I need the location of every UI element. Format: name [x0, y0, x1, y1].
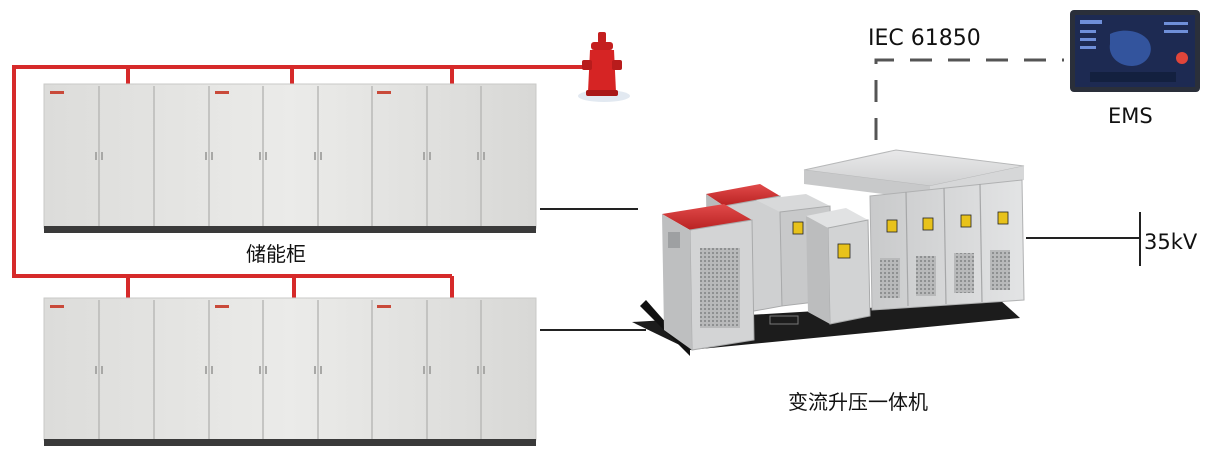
- warning-sign-icon: [886, 211, 1009, 233]
- converter-booster-label: 变流升压一体机: [788, 390, 928, 414]
- storage-cabinet-label: 储能柜: [246, 242, 306, 266]
- fire-suppression-pipe: [12, 65, 586, 298]
- grid-voltage-label: 35kV: [1144, 230, 1198, 254]
- communication-link: [874, 58, 1064, 140]
- fire-hydrant-icon: [578, 32, 630, 102]
- ac-grid-connection: [1026, 212, 1141, 266]
- storage-cabinet-row-bottom: [43, 297, 537, 446]
- dc-connection-lines: [540, 208, 646, 331]
- storage-cabinet-row-top: [43, 83, 537, 233]
- ems-label: EMS: [1108, 104, 1153, 128]
- ems-monitor-icon: [1070, 10, 1200, 92]
- protocol-label: IEC 61850: [868, 26, 981, 51]
- converter-booster-unit: [632, 149, 1025, 356]
